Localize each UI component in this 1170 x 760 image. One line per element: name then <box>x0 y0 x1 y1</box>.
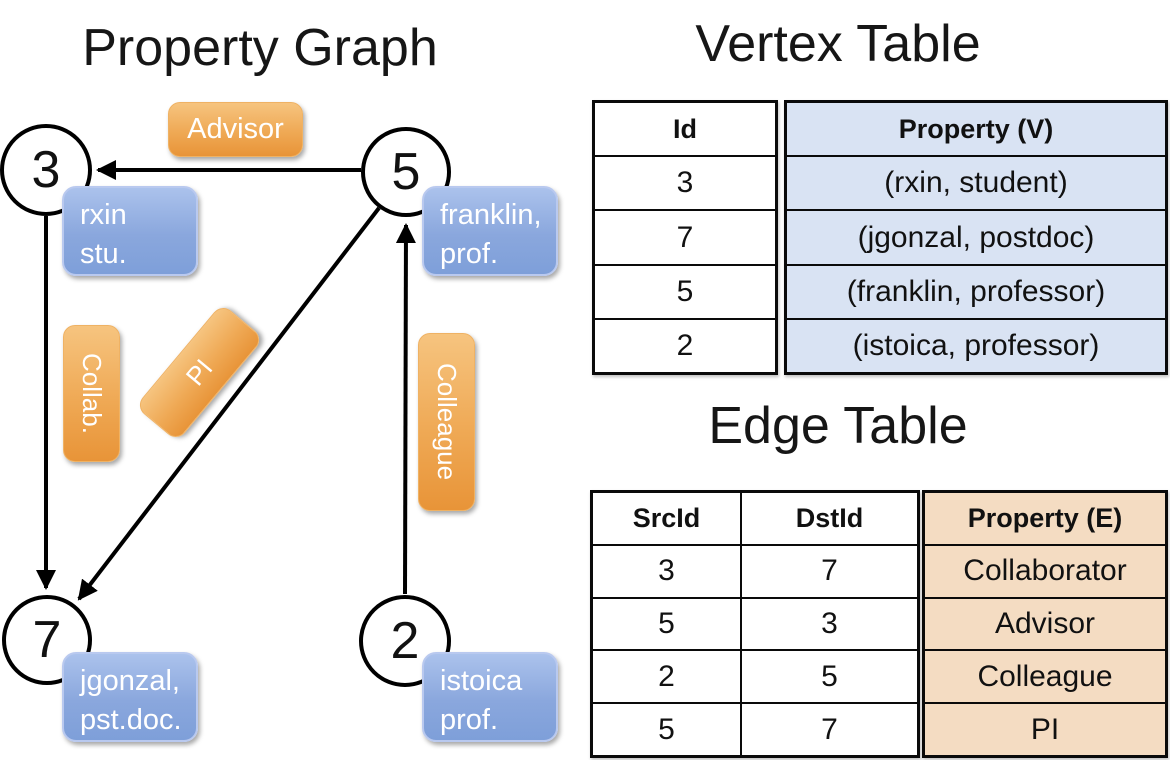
vertex-id-row: 3 <box>595 155 775 209</box>
edge-src-header: SrcId <box>632 502 701 533</box>
vertex-box-jgonzal: jgonzal, pst.doc. <box>62 652 198 742</box>
vertex-id-row: 2 <box>595 317 775 372</box>
vertex-property-row: (istoica, professor) <box>787 317 1165 373</box>
edge-2-to-5-colleague <box>395 223 416 595</box>
edge-dst-cell: 5 <box>740 651 917 703</box>
node-7-id: 7 <box>32 611 62 669</box>
vertex-box-jgonzal-line1: jgonzal, <box>80 665 180 697</box>
node-2-id: 2 <box>390 612 420 670</box>
edge-table-title: Edge Table <box>708 397 968 455</box>
vertex-table-title: Vertex Table <box>695 15 981 73</box>
edge-dst-cell: 3 <box>740 598 917 650</box>
edge-label-advisor: Advisor <box>168 102 303 157</box>
edge-label-colleague: Colleague <box>418 333 475 511</box>
edge-srcdst-table: SrcId DstId 3 7 5 3 2 5 5 7 <box>590 490 920 758</box>
vertex-box-rxin: rxin stu. <box>62 186 198 276</box>
vertex-property-row: (franklin, professor) <box>787 263 1165 318</box>
edge-dst-cell: 7 <box>740 545 917 597</box>
edge-property-header: Property (E) <box>925 493 1165 544</box>
vertex-box-rxin-line2: stu. <box>80 238 127 271</box>
edge-dst-header: DstId <box>740 493 917 544</box>
vertex-box-rxin-line1: rxin <box>80 199 127 231</box>
vertex-box-franklin-line2: prof. <box>440 238 499 271</box>
edge-srcdst-row: 5 7 <box>593 702 917 755</box>
vertex-id-header: Id <box>673 113 697 144</box>
edge-property-row: PI <box>925 702 1165 755</box>
edge-srcdst-row: 2 5 <box>593 649 917 703</box>
vertex-property-row: (jgonzal, postdoc) <box>787 209 1165 264</box>
vertex-box-istoica-line2: prof. <box>440 704 499 737</box>
edge-property-row: Advisor <box>925 596 1165 650</box>
edge-srcdst-header-row: SrcId DstId <box>593 493 917 544</box>
edge-property-row: Colleague <box>925 649 1165 703</box>
edge-srcdst-row: 3 7 <box>593 543 917 597</box>
edge-src-cell: 5 <box>658 606 675 640</box>
vertex-id-row: 5 <box>595 263 775 318</box>
vertex-property-table: Property (V) (rxin, student) (jgonzal, p… <box>784 100 1168 375</box>
edge-src-cell: 5 <box>658 712 675 746</box>
edge-label-collab: Collab. <box>63 325 120 462</box>
edge-src-cell: 3 <box>658 554 675 588</box>
vertex-id-row: 7 <box>595 209 775 263</box>
vertex-property-header: Property (V) <box>787 103 1165 156</box>
edge-srcdst-row: 5 3 <box>593 596 917 650</box>
vertex-id-table: Id 3 7 5 2 <box>592 100 778 375</box>
node-5: 5 <box>361 127 451 217</box>
graph-edges <box>36 160 416 601</box>
vertex-box-jgonzal-line2: pst.doc. <box>80 704 182 737</box>
property-graph-title: Property Graph <box>82 19 438 77</box>
edge-src-cell: 2 <box>658 659 675 693</box>
vertex-property-row: (rxin, student) <box>787 155 1165 210</box>
vertex-box-franklin: franklin, prof. <box>422 186 558 276</box>
vertex-box-istoica-line1: istoica <box>440 665 523 697</box>
node-3-id: 3 <box>31 141 61 199</box>
node-2: 2 <box>359 595 451 687</box>
vertex-box-istoica: istoica prof. <box>422 652 558 742</box>
edge-property-row: Collaborator <box>925 543 1165 597</box>
edge-property-table: Property (E) Collaborator Advisor Collea… <box>922 490 1168 758</box>
vertex-box-franklin-line1: franklin, <box>440 199 542 231</box>
edge-dst-cell: 7 <box>740 704 917 755</box>
edge-5-to-7-pi <box>77 206 381 601</box>
node-5-id: 5 <box>391 143 421 201</box>
